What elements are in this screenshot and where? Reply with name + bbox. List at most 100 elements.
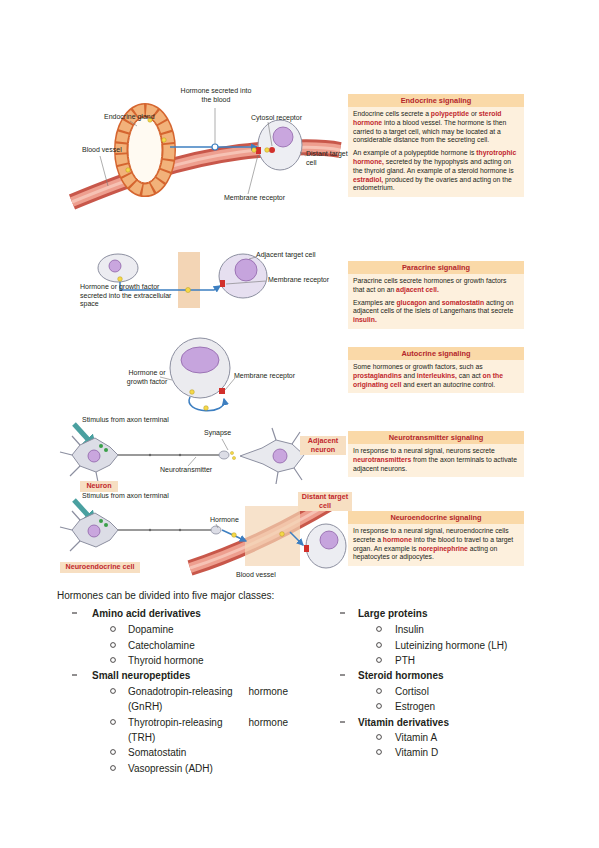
word: neurons: [446, 447, 471, 454]
word: secreted: [386, 158, 412, 165]
word: growth: [464, 277, 484, 284]
membrane-receptor: [256, 147, 261, 154]
word: target: [496, 536, 513, 543]
info-box: Endocrine signalingEndocrine cells secre…: [348, 94, 524, 197]
part-label: Cytosol receptor: [251, 114, 321, 123]
nucleus: [181, 347, 219, 373]
box-body: An example of a polypeptide hormone is t…: [348, 146, 524, 194]
leader-line: [249, 257, 256, 259]
word: activate: [494, 456, 517, 463]
word: factors: [486, 277, 506, 284]
word: by: [415, 176, 422, 183]
cell-name: Neuron: [83, 482, 115, 491]
word: and: [403, 381, 414, 388]
list-bullet: [377, 627, 382, 632]
word: hormones: [373, 363, 403, 370]
highlight-word: prostaglandins: [353, 372, 402, 379]
nucleus: [273, 449, 287, 463]
neurotransmitter-dot: [230, 451, 233, 454]
list-bullet: [377, 750, 382, 755]
word: the: [429, 456, 438, 463]
cell-tag: Adjacent neuron: [300, 436, 346, 455]
highlight-word: adjacent: [396, 286, 424, 293]
word: acting: [473, 176, 491, 183]
word: on: [503, 158, 511, 165]
list-item: Estrogen: [395, 699, 575, 714]
class-heading: Vitamin derivatives: [358, 715, 558, 730]
list-bullet: [111, 766, 116, 771]
box-body: Paracrine cells secrete hormones or grow…: [348, 274, 524, 296]
leader-line: [226, 281, 266, 284]
word: into: [414, 536, 425, 543]
word: an: [387, 286, 395, 293]
intro-text: Hormones can be divided into five major …: [57, 588, 537, 603]
highlight-word: neurotransmitters: [353, 456, 411, 463]
word: example: [384, 545, 410, 552]
word: and: [404, 372, 415, 379]
word: hormone: [458, 119, 485, 126]
word: cells: [495, 527, 509, 534]
list-item: Catecholamine: [128, 638, 308, 653]
part-label: Distant target cell: [306, 150, 358, 167]
axon: [118, 529, 212, 531]
word: a: [397, 119, 401, 126]
leader-line: [300, 152, 306, 156]
list-bullet: [111, 643, 116, 648]
gland-cells: [121, 110, 169, 190]
axon-bead: [179, 454, 181, 456]
part-label: Membrane receptor: [224, 194, 304, 203]
word: at: [489, 128, 495, 135]
word: a: [383, 128, 387, 135]
box-body: In response to a neural signal, neuroend…: [348, 524, 524, 563]
word: neural: [404, 447, 423, 454]
class-heading: Steroid hormones: [358, 668, 558, 683]
word: vessel.: [421, 119, 442, 126]
word: the: [353, 167, 362, 174]
hormone-dot: [280, 532, 285, 537]
leader-line: [188, 457, 196, 466]
word: control.: [473, 381, 495, 388]
class-heading: Small neuropeptides: [92, 668, 292, 683]
vesicle: [104, 448, 108, 452]
word: adjacent: [353, 307, 379, 314]
highlight-word: glucagon: [396, 299, 426, 306]
word: gland.: [387, 167, 406, 174]
vesicle: [99, 444, 103, 448]
list-dash: [340, 675, 345, 676]
hormone-dot: [252, 148, 257, 153]
cell: [170, 338, 230, 398]
word: distance: [393, 136, 418, 143]
list-dash: [72, 613, 77, 614]
list-item: PTH: [395, 653, 575, 668]
part-label: Endocrine gland: [104, 113, 164, 122]
word: signal,: [424, 527, 444, 534]
cell-tag: Distant target cell: [298, 492, 352, 511]
word: In: [353, 527, 359, 534]
word: Paracrine: [353, 277, 382, 284]
hormone-dot: [190, 390, 195, 395]
part-label: Synapse: [204, 429, 254, 438]
cytosol-receptor: [269, 147, 275, 153]
word: cell.: [477, 136, 489, 143]
word: Endocrine: [353, 110, 384, 117]
part-label: Membrane receptor: [234, 372, 314, 381]
info-box: Neurotransmitter signalingIn response to…: [348, 431, 524, 477]
highlight-word: norepinephrine: [418, 545, 467, 552]
word: or: [405, 363, 411, 370]
word: a: [377, 536, 381, 543]
part-label: Neurotransmitter: [160, 466, 230, 475]
part-label: Hormone: [210, 516, 250, 525]
part-label: Blood vessel: [236, 571, 296, 580]
word: of: [391, 149, 397, 156]
word: of: [396, 307, 402, 314]
highlight-word: hormone: [353, 119, 382, 126]
leader-line: [225, 378, 235, 390]
part-label: Stimulus from axon terminal: [82, 416, 202, 425]
extracellular-space: [178, 252, 200, 308]
leader-line: [222, 439, 228, 450]
word: a: [398, 447, 402, 454]
word: acting: [486, 299, 504, 306]
word: cells: [386, 110, 400, 117]
word: blood: [403, 119, 420, 126]
